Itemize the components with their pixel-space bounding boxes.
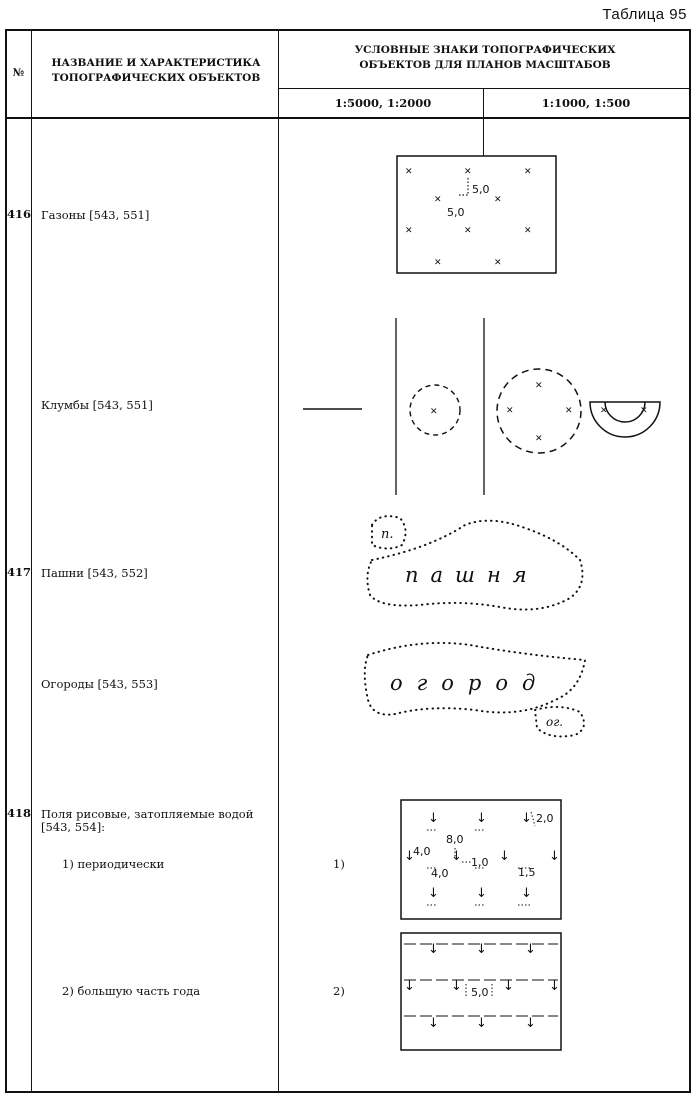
- scale-divider-rule: [483, 88, 484, 156]
- svg-text:↓: ↓: [521, 886, 532, 901]
- rice-dim-4-0-a: 4,0: [413, 845, 431, 858]
- svg-text:✕: ✕: [494, 258, 502, 268]
- lawn-dim-2: 5,0: [447, 206, 465, 219]
- svg-text:✕: ✕: [600, 406, 608, 416]
- svg-text:↓: ↓: [525, 942, 536, 957]
- svg-text:✕: ✕: [464, 167, 472, 177]
- header-signs: УСЛОВНЫЕ ЗНАКИ ТОПОГРАФИЧЕСКИХ ОБЪЕКТОВ …: [354, 44, 616, 71]
- svg-text:✕: ✕: [535, 434, 543, 444]
- svg-text:↓: ↓: [499, 849, 510, 864]
- flowerbed-symbols: ✕ ✕ ✕ ✕ ✕ ✕ ✕: [303, 318, 661, 495]
- svg-text:↓: ↓: [451, 849, 462, 864]
- svg-text:↓: ↓: [451, 979, 462, 994]
- name-flowerbeds: Клумбы [543, 551]: [41, 398, 153, 412]
- rice-dim-2-0: 2,0: [536, 812, 554, 825]
- rice-periodic-symbol: ↓ ↓ ↓ ↓ ↓ ↓ ↓ ↓ ↓ ↓ 2,0 8,0 4,0 4,0 1,0 1,5: [400, 799, 562, 920]
- header-mid-rule: [278, 88, 690, 89]
- arable-symbol: п. пашня: [366, 515, 584, 611]
- svg-text:✕: ✕: [506, 406, 514, 416]
- header-num: №: [12, 67, 25, 79]
- svg-text:↓: ↓: [476, 811, 487, 826]
- table-top-rule: [5, 29, 691, 31]
- table-number: Таблица 95: [602, 6, 687, 23]
- row-number-418: 418: [7, 806, 32, 820]
- svg-text:✕: ✕: [464, 226, 472, 236]
- row-number-416: 416: [7, 207, 32, 221]
- rice-dim-4-0-b: 4,0: [431, 867, 449, 880]
- svg-text:↓: ↓: [521, 811, 532, 826]
- svg-text:↓: ↓: [525, 1016, 536, 1031]
- svg-text:✕: ✕: [494, 195, 502, 205]
- garden-abbr: ог.: [546, 715, 563, 729]
- rice-dim-1-0: 1,0: [471, 856, 489, 869]
- svg-text:✕: ✕: [405, 167, 413, 177]
- svg-text:✕: ✕: [434, 258, 442, 268]
- rice-sub-most-year: 2) большую часть года: [62, 984, 201, 998]
- arable-abbr: п.: [381, 527, 394, 542]
- svg-text:✕: ✕: [434, 195, 442, 205]
- table-left-rule: [5, 29, 7, 1093]
- svg-text:↓: ↓: [476, 942, 487, 957]
- arable-word: пашня: [405, 563, 539, 587]
- rice-sub-periodic: 1) периодически: [62, 857, 165, 871]
- svg-text:↓: ↓: [476, 1016, 487, 1031]
- lawn-dim-1: 5,0: [472, 183, 490, 196]
- svg-text:↓: ↓: [549, 849, 560, 864]
- header-name: НАЗВАНИЕ И ХАРАКТЕРИСТИКА ТОПОГРАФИЧЕСКИ…: [51, 57, 261, 84]
- scale-left: 1:5000, 1:2000: [334, 96, 432, 110]
- name-rice-line2: [543, 554]:: [41, 820, 106, 834]
- svg-text:✕: ✕: [535, 381, 543, 391]
- row-number-417: 417: [7, 565, 32, 579]
- svg-text:↓: ↓: [428, 942, 439, 957]
- table-right-rule: [689, 29, 691, 1093]
- svg-text:↓: ↓: [404, 849, 415, 864]
- svg-text:↓: ↓: [404, 979, 415, 994]
- rice-marker-2: 2): [333, 984, 345, 998]
- svg-text:↓: ↓: [476, 886, 487, 901]
- rice-dim-8-0: 8,0: [446, 833, 464, 846]
- table-bottom-rule: [5, 1091, 691, 1093]
- svg-text:✕: ✕: [524, 226, 532, 236]
- svg-text:✕: ✕: [524, 167, 532, 177]
- name-gardens: Огороды [543, 553]: [41, 677, 158, 691]
- svg-text:✕: ✕: [430, 407, 438, 417]
- lawn-grass-marks: ✕ ✕ ✕ ✕ ✕ ✕ ✕ ✕ ✕ ✕: [405, 167, 532, 268]
- svg-text:↓: ↓: [428, 886, 439, 901]
- svg-text:↓: ↓: [428, 1016, 439, 1031]
- name-lawns: Газоны [543, 551]: [41, 208, 150, 222]
- svg-text:↓: ↓: [428, 811, 439, 826]
- svg-text:↓: ↓: [503, 979, 514, 994]
- name-rice-line1: Поля рисовые, затопляемые водой: [41, 807, 254, 821]
- num-col-rule: [31, 29, 32, 1093]
- rice-dim-1-5: 1,5: [518, 866, 536, 879]
- rice-year-symbol: ↓ ↓ ↓ ↓ ↓ ↓ ↓ ↓ ↓ ↓ 5,0: [400, 932, 562, 1051]
- garden-word: огород: [390, 671, 549, 695]
- header-bottom-rule: [5, 117, 691, 119]
- rice-year-dim: 5,0: [471, 986, 489, 999]
- lawn-symbol: ✕ ✕ ✕ ✕ ✕ ✕ ✕ ✕ ✕ ✕ 5,0 5,0: [396, 155, 557, 274]
- name-col-rule: [278, 29, 279, 1093]
- svg-text:✕: ✕: [565, 406, 573, 416]
- rice-marker-1: 1): [333, 857, 345, 871]
- scale-right: 1:1000, 1:500: [541, 96, 631, 110]
- name-arable: Пашни [543, 552]: [41, 566, 148, 580]
- svg-text:✕: ✕: [405, 226, 413, 236]
- svg-text:↓: ↓: [549, 979, 560, 994]
- svg-text:✕: ✕: [640, 406, 648, 416]
- garden-symbol: огород ог.: [363, 641, 587, 738]
